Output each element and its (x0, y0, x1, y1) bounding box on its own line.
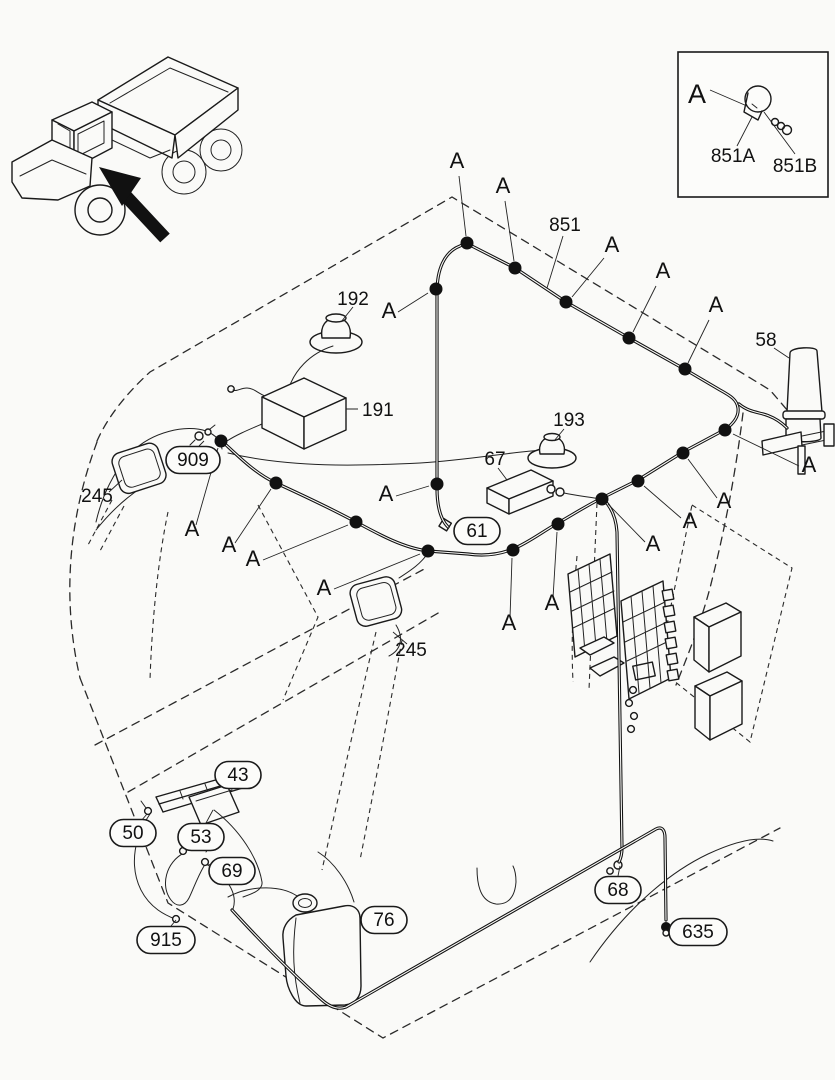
clamp-label-a: A (717, 488, 732, 513)
oval-label-53: 53 (177, 822, 225, 852)
part-label-851A: 851A (711, 146, 756, 167)
clamp-label-a: A (382, 298, 397, 323)
part-label-67: 67 (484, 449, 505, 470)
part-labels: 192 191 851 58 193 67 245 245 909 61 43 … (81, 215, 777, 955)
left-pillar (69, 441, 98, 679)
inset-title: A (688, 79, 706, 109)
inset-frame (677, 51, 829, 198)
svg-text:43: 43 (227, 765, 248, 786)
front-wheel (74, 184, 126, 236)
work-lamp-245-lower (349, 576, 403, 627)
control-box-191 (261, 377, 347, 450)
wire-191 (226, 423, 263, 442)
clamp-label-a: A (605, 232, 620, 257)
fuse-panel (567, 553, 680, 734)
antenna-193 (527, 432, 577, 469)
inset-box: A 851A 851B (677, 51, 829, 198)
connector-69 (200, 857, 210, 867)
floor-edges (79, 677, 781, 1039)
oval-label-50: 50 (109, 818, 157, 848)
clamp-label-a: A (450, 148, 465, 173)
washer-bottle-76 (282, 893, 362, 1007)
screws (624, 685, 639, 734)
oval-label-909: 909 (165, 445, 221, 475)
leader-lines (108, 175, 800, 927)
clamp-label-a: A (683, 508, 698, 533)
clamp-label-a: A (185, 516, 200, 541)
svg-text:635: 635 (682, 922, 714, 943)
roof-edges (96, 196, 801, 442)
clamp-label-a: A (222, 532, 237, 557)
connector-50 (143, 806, 153, 816)
cab-outline (69, 196, 801, 1039)
components (111, 313, 835, 1007)
svg-text:69: 69 (221, 861, 242, 882)
svg-text:68: 68 (607, 880, 628, 901)
clamp-label-a: A (545, 590, 560, 615)
clamp-dots (214, 236, 732, 558)
clamp-label-a: A (496, 173, 511, 198)
oval-label-43: 43 (214, 760, 262, 790)
clamp-label-a: A (317, 575, 332, 600)
hood (11, 139, 93, 201)
clamp-label-a: A (802, 452, 817, 477)
clamp-851A-icon (743, 85, 772, 121)
right-pillar (675, 412, 744, 686)
svg-text:53: 53 (190, 827, 211, 848)
work-lamp-245-upper (111, 442, 167, 495)
antenna-192 (309, 313, 363, 354)
connector (227, 385, 235, 393)
part-label-245-upper: 245 (81, 486, 113, 507)
module-67 (486, 469, 554, 515)
clamp-label-a: A (502, 610, 517, 635)
svg-text:61: 61 (466, 521, 487, 542)
part-label-851B: 851B (773, 156, 817, 177)
part-label-851: 851 (549, 215, 581, 236)
oval-label-915: 915 (136, 925, 196, 955)
oval-label-69: 69 (208, 856, 256, 886)
part-label-193: 193 (553, 410, 585, 431)
lamp-mount-dashes (87, 499, 125, 552)
oval-label-635: 635 (668, 917, 728, 947)
part-label-192: 192 (337, 289, 369, 310)
oval-label-68: 68 (594, 875, 642, 905)
clamp-label-a: A (246, 546, 261, 571)
seat-outline (476, 865, 517, 905)
relay-box-2 (694, 671, 743, 741)
connector-915 (171, 914, 181, 924)
svg-text:915: 915 (150, 930, 182, 951)
svg-text:76: 76 (373, 910, 394, 931)
clamp-label-a: A (656, 258, 671, 283)
connector-67 (546, 484, 601, 500)
truck-thumbnail (11, 56, 243, 243)
svg-text:909: 909 (177, 450, 209, 471)
clamp-label-a: A (646, 531, 661, 556)
clamp-label-a: A (379, 481, 394, 506)
relay-box-1 (693, 602, 742, 673)
oval-label-61: 61 (453, 516, 501, 546)
clamp-909-icon (189, 424, 216, 446)
location-arrow-icon (99, 167, 170, 243)
rear-wheel-2 (199, 128, 243, 172)
part-label-58: 58 (755, 330, 776, 351)
clamp-label-a: A (709, 292, 724, 317)
oval-label-76: 76 (360, 905, 408, 935)
multipin-connector (632, 661, 656, 681)
roof-front-edge (227, 449, 544, 466)
part-label-191: 191 (362, 400, 394, 421)
clamp-labels: A A A A A A A A A A A A A A A A A (185, 148, 817, 635)
part-label-245-lower: 245 (395, 640, 427, 661)
svg-text:50: 50 (122, 823, 143, 844)
beacon-58 (761, 347, 835, 475)
